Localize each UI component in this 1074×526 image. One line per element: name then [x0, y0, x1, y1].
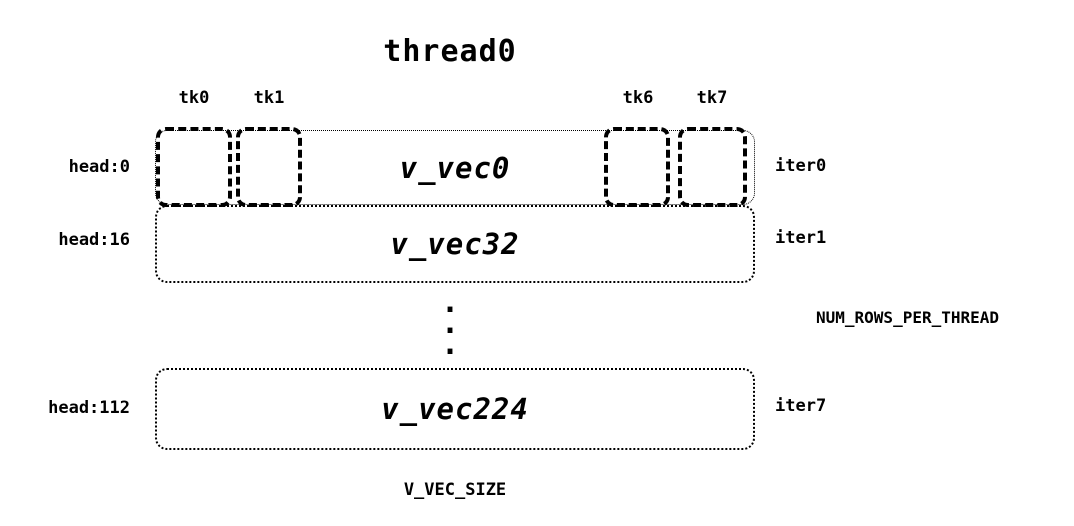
vector-row-label: v_vec0	[399, 150, 511, 185]
vector-row-label: v_vec32	[390, 227, 520, 261]
vertical-ellipsis: . . .	[440, 285, 460, 362]
thread-tile-tk7	[678, 127, 747, 207]
num-rows-per-thread-label: NUM_ROWS_PER_THREAD	[816, 308, 1000, 327]
row-iter-label-iter7: iter7	[775, 396, 827, 416]
row-head-label-iter0: head:0	[68, 157, 130, 177]
vector-row-iter0: v_vec0	[155, 130, 755, 205]
row-head-label-iter1: head:16	[58, 230, 130, 250]
tick-label-tk0: tk0	[178, 88, 210, 108]
thread-tile-tk0	[156, 127, 232, 207]
row-head-label-iter7: head:112	[48, 398, 130, 418]
vector-row-iter1: v_vec32	[155, 205, 755, 283]
thread-tile-tk6	[604, 127, 670, 207]
tick-label-tk1: tk1	[253, 88, 285, 108]
row-iter-label-iter0: iter0	[775, 156, 827, 176]
v-vec-size-label: V_VEC_SIZE	[403, 480, 507, 500]
row-iter-label-iter1: iter1	[775, 228, 827, 248]
vector-row-iter7: v_vec224	[155, 368, 755, 450]
thread-tile-tk1	[236, 127, 302, 207]
diagram-title: thread0	[383, 34, 517, 69]
tick-label-tk7: tk7	[696, 88, 728, 108]
vector-row-label: v_vec224	[381, 392, 529, 426]
tick-label-tk6: tk6	[622, 88, 654, 108]
